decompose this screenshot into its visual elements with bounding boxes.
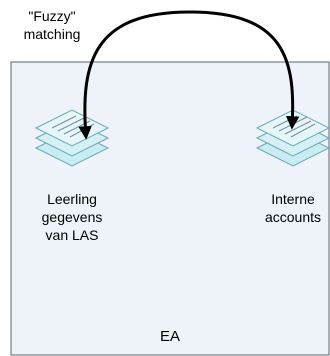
ea-container bbox=[10, 61, 330, 356]
fuzzy-matching-note: "Fuzzy" matching bbox=[23, 8, 81, 42]
node-label-interne-accounts: Interne accounts bbox=[264, 191, 322, 225]
fuzzy-matching-arrow bbox=[78, 10, 300, 140]
container-label-ea: EA bbox=[159, 328, 180, 345]
node-label-leerling-gegevens: Leerling gegevens van LAS bbox=[41, 191, 103, 243]
